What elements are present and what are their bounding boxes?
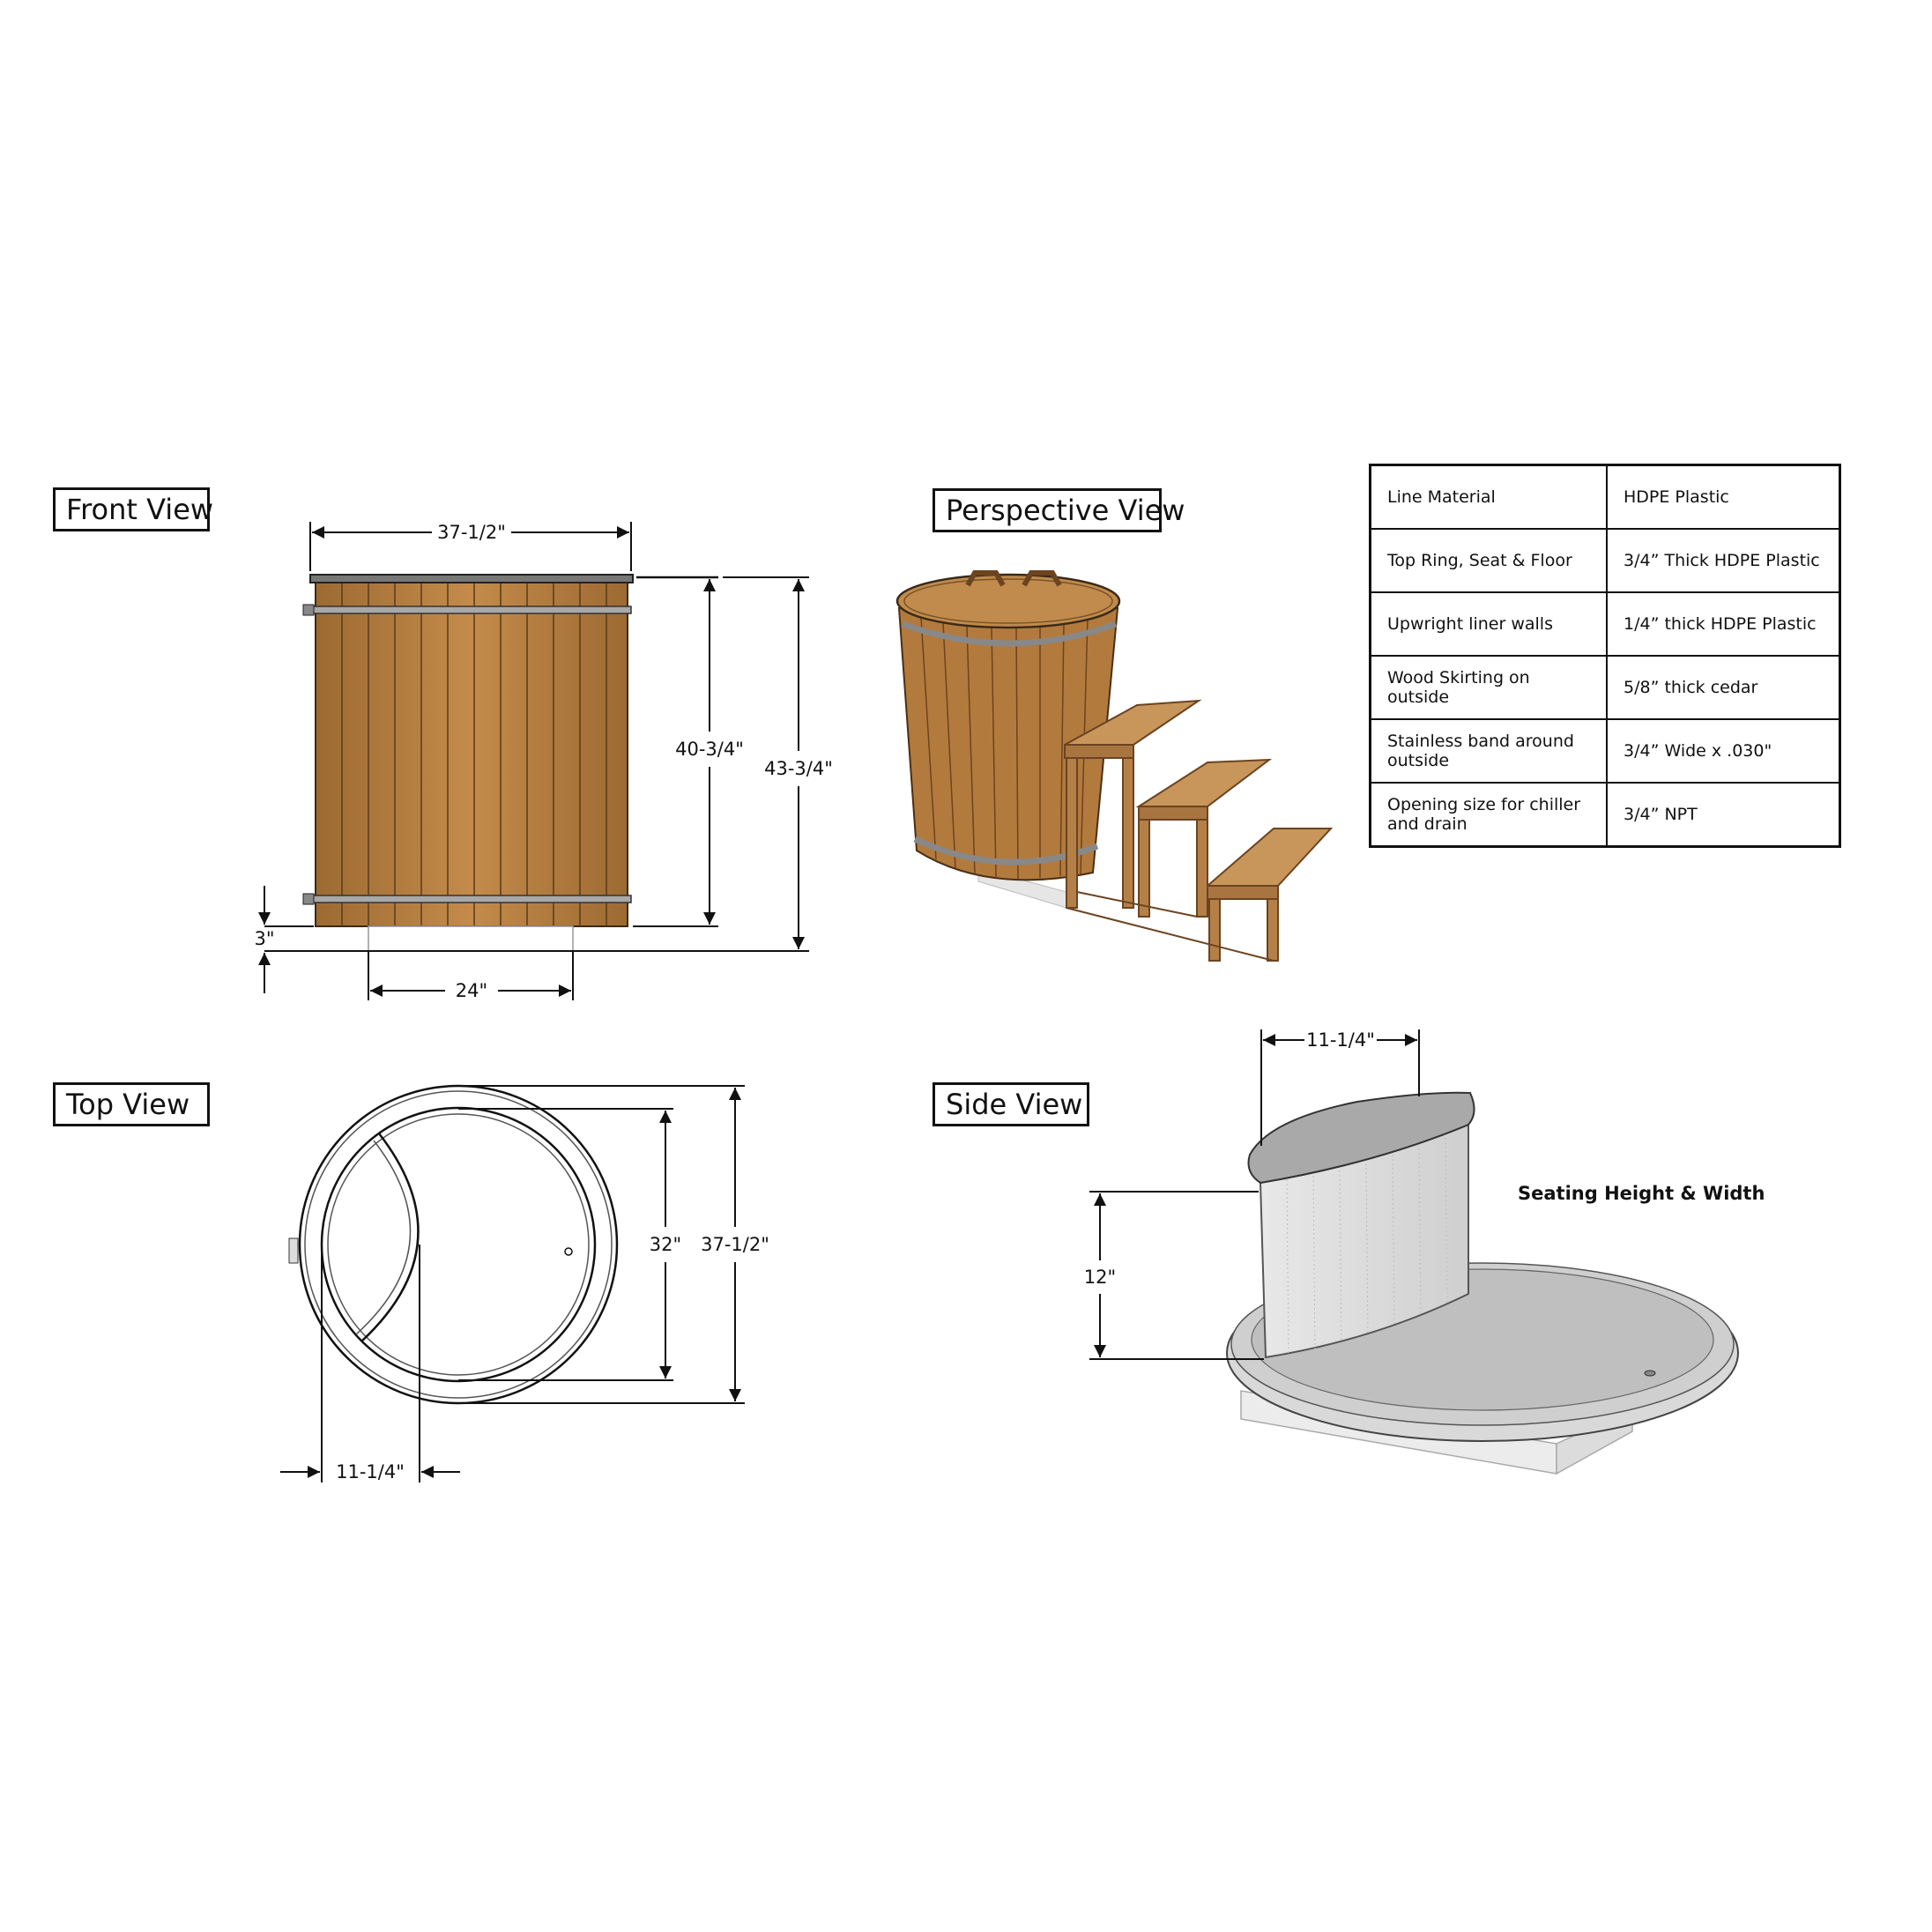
front-view-drawing: 37-1/2" 40-3/4" 43-3/4" 3" 24" xyxy=(254,522,833,1001)
table-row: Top Ring, Seat & Floor 3/4” Thick HDPE P… xyxy=(1369,528,1841,593)
front-width-dimension: 37-1/2" xyxy=(437,522,506,543)
top-view-drawing: 32" 37-1/2" 11-1/4" xyxy=(280,1084,769,1482)
top-latch xyxy=(288,1237,299,1264)
front-top-rim xyxy=(309,574,634,583)
table-row: Wood Skirting on outside 5/8” thick ceda… xyxy=(1369,655,1841,720)
side-seat-width-dimension: 11-1/4" xyxy=(1306,1029,1375,1051)
perspective-band-top xyxy=(901,620,1118,647)
front-latch-bottom xyxy=(302,893,315,905)
spec-item: Opening size for chiller and drain xyxy=(1369,782,1608,848)
front-base xyxy=(368,925,574,952)
spec-item: Line Material xyxy=(1369,464,1608,530)
top-inner-diameter-dimension: 32" xyxy=(650,1234,681,1255)
table-row: Upwright liner walls 1/4” thick HDPE Pla… xyxy=(1369,591,1841,657)
spec-value: 5/8” thick cedar xyxy=(1606,655,1841,720)
spec-value: 3/4” Wide x .030" xyxy=(1606,718,1841,784)
spec-value: 1/4” thick HDPE Plastic xyxy=(1606,591,1841,657)
side-seat-height-dimension: 12" xyxy=(1084,1267,1116,1288)
perspective-lid-handle-left xyxy=(965,570,1006,587)
perspective-lid-handle-right xyxy=(1022,570,1062,587)
front-base-width-dimension: 24" xyxy=(456,980,487,1001)
spec-item: Upwright liner walls xyxy=(1369,591,1608,657)
table-row: Opening size for chiller and drain 3/4” … xyxy=(1369,782,1841,848)
front-latch-top xyxy=(302,604,315,616)
spec-value: 3/4” NPT xyxy=(1606,782,1841,848)
side-view-drawing: 11-1/4" 12" xyxy=(1084,1029,1739,1475)
spec-table: Line Material HDPE Plastic Top Ring, Sea… xyxy=(1369,464,1841,848)
front-body-height-dimension: 40-3/4" xyxy=(675,739,744,760)
front-band-top xyxy=(311,606,632,614)
table-row: Stainless band around outside 3/4” Wide … xyxy=(1369,718,1841,784)
front-base-height-dimension: 3" xyxy=(254,928,274,949)
front-barrel-body xyxy=(315,577,628,927)
front-total-height-dimension: 43-3/4" xyxy=(764,758,833,779)
perspective-steps xyxy=(1064,699,1334,962)
spec-item: Stainless band around outside xyxy=(1369,718,1608,784)
top-outer-ring xyxy=(298,1084,619,1405)
perspective-view-label: Perspective View xyxy=(933,488,1185,532)
seating-caption: Seating Height & Width xyxy=(1518,1183,1765,1204)
top-seat-arc xyxy=(360,1133,420,1342)
front-barrel-staves xyxy=(341,578,607,926)
perspective-lid xyxy=(895,573,1121,629)
spec-item: Wood Skirting on outside xyxy=(1369,655,1608,720)
top-drain-hole xyxy=(564,1247,573,1256)
top-seat-depth-dimension: 11-1/4" xyxy=(336,1461,405,1482)
spec-item: Top Ring, Seat & Floor xyxy=(1369,528,1608,593)
spec-value: HDPE Plastic xyxy=(1606,464,1841,530)
spec-value: 3/4” Thick HDPE Plastic xyxy=(1606,528,1841,593)
side-view-label: Side View xyxy=(933,1082,1089,1126)
top-outer-diameter-dimension: 37-1/2" xyxy=(701,1234,769,1255)
top-view-label: Top View xyxy=(53,1082,210,1126)
side-seat-top xyxy=(1247,1091,1475,1185)
side-drain-hole xyxy=(1644,1370,1656,1377)
table-row: Line Material HDPE Plastic xyxy=(1369,464,1841,530)
perspective-view-drawing xyxy=(895,570,1334,962)
front-band-bottom xyxy=(311,895,632,903)
front-view-label: Front View xyxy=(53,487,213,531)
